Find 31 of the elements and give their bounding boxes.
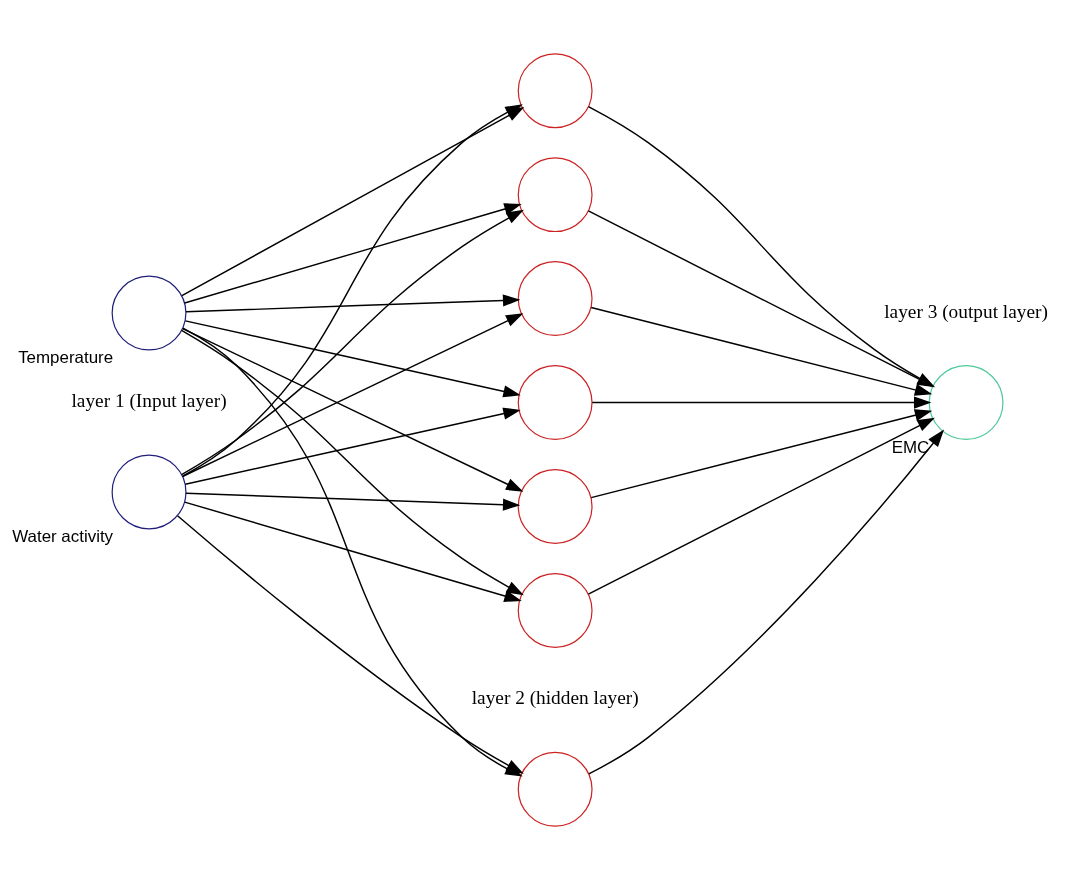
arrow: [180, 329, 524, 596]
arrow: [180, 209, 524, 476]
node-label: Water activity: [12, 527, 114, 547]
node-circle: [111, 454, 187, 530]
node-circle: [928, 365, 1004, 440]
node-circle: [517, 157, 593, 233]
arrow: [181, 327, 524, 492]
node-circle: [517, 572, 593, 648]
arrow: [183, 203, 522, 304]
node-label: Temperature: [18, 348, 114, 368]
arrow: [185, 294, 521, 313]
node-circle: [111, 275, 187, 351]
arrow: [588, 429, 945, 775]
node-circle: [517, 751, 593, 827]
arrow: [181, 107, 525, 297]
arrow: [591, 396, 932, 409]
arrow: [183, 501, 522, 602]
arrow: [185, 492, 521, 511]
label: layer 3 (output layer): [884, 300, 1048, 322]
node-circle: [517, 53, 593, 129]
arrow: [590, 409, 933, 499]
node-circle: [517, 261, 593, 337]
node-label: EMC: [891, 437, 930, 457]
arrow: [181, 313, 524, 478]
arrow: [184, 320, 521, 398]
label: layer 2 (hidden layer): [471, 687, 639, 709]
node-circle: [517, 365, 593, 440]
arrow: [587, 417, 935, 595]
node-circle: [517, 469, 593, 544]
arrow: [184, 407, 521, 485]
label: layer 1 (Input layer): [71, 390, 227, 412]
